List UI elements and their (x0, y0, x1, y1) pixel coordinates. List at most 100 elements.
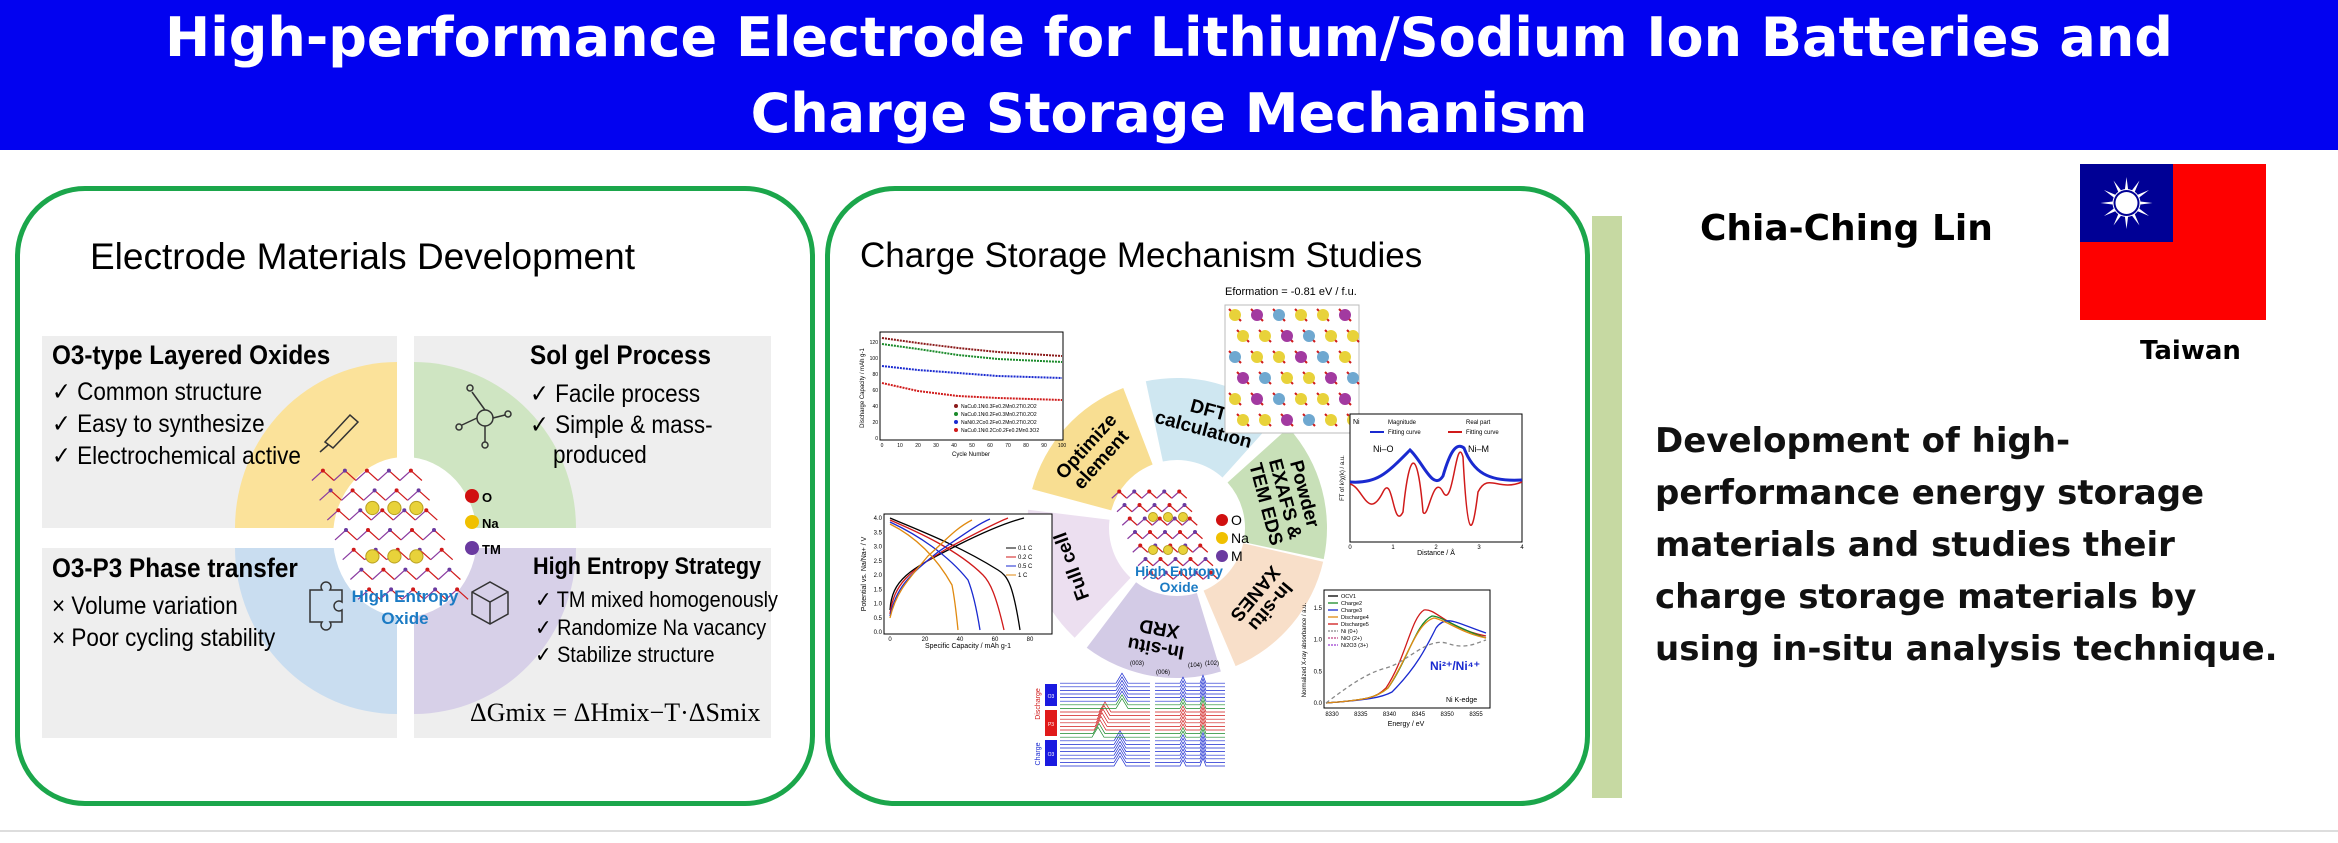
rate-legend-1: 0.1 C (1018, 546, 1033, 552)
legend-tm: TM (482, 542, 501, 557)
series-3-line (881, 365, 1063, 379)
legend-o: O (482, 490, 492, 505)
y-tick-label: 0.0 (874, 630, 883, 636)
description-line: Development of high- (1655, 421, 2071, 461)
x-tick-label: 80 (1023, 443, 1029, 449)
wheel-segment (1032, 387, 1153, 511)
rate-0.1C-curve (889, 517, 1025, 631)
x-tick-label: 8330 (1325, 712, 1339, 718)
technique-wheel: O Na M High Entropy Oxide DFTcalculation… (1027, 378, 1327, 678)
y-tick-label: 0.5 (1314, 669, 1323, 675)
phase-item-1: × Volume variation (52, 592, 238, 620)
center-label-line1: High Entropy (352, 587, 459, 606)
he-item-1: ✓ TM mixed homogenously (535, 587, 778, 612)
exafs-peak-ni-o: Ni–O (1373, 444, 1394, 454)
voltage-xlabel: Specific Capacity / mAh g-1 (925, 643, 1011, 650)
x-tick-label: 70 (1005, 443, 1011, 449)
in-situ-xanes-plot: Normalized X-ray absorbance / a.u. Energ… (1302, 589, 1491, 728)
rate-0.2C-curve (889, 517, 1009, 631)
xrd-phase-o3-bottom: O3 (1048, 752, 1055, 758)
x-tick-label: 0 (888, 637, 892, 643)
x-tick-label: 20 (915, 443, 921, 449)
center-legend-na: Na (1231, 530, 1249, 546)
xanes-legend-item: OCV1 (1341, 594, 1356, 600)
x-tick-label: 100 (1058, 443, 1067, 449)
he-item-2: ✓ Randomize Na vacancy (535, 615, 767, 640)
he-item-3: ✓ Stabilize structure (535, 642, 715, 667)
wheel-segment (1227, 427, 1327, 560)
xrd-peak-003: (003) (1130, 661, 1144, 667)
x-tick-label: 3 (1477, 545, 1481, 551)
formation-energy-label: Eformation = -0.81 eV / f.u. (1225, 286, 1357, 298)
exafs-ylabel: FT of k²χ(k) / a.u. (1340, 455, 1346, 501)
x-tick-label: 4 (1520, 545, 1524, 551)
rate-legend-3: 0.5 C (1018, 564, 1033, 570)
exafs-plot: Ni Magnitude Real part Fitting curve Fit… (1340, 413, 1524, 557)
cycling-legend-3: NaNi0.2Co0.2Fe0.2Mn0.2Ti0.2O2 (961, 420, 1037, 426)
xanes-edge-label: Ni K-edge (1446, 697, 1477, 704)
phase-item-2: × Poor cycling stability (52, 624, 276, 652)
series-4-line (881, 382, 1063, 401)
xrd-charge-label: Charge (1035, 742, 1042, 765)
x-tick-label: 90 (1041, 443, 1047, 449)
molecule-icon (455, 384, 512, 449)
y-tick-label: 100 (870, 356, 879, 362)
phase-transfer-heading: O3-P3 Phase transfer (52, 553, 298, 583)
dft-supercell-image (1224, 304, 1360, 434)
xrd-peak-006: (006) (1156, 670, 1170, 676)
center-legend-m: M (1231, 548, 1243, 564)
x-tick-label: 10 (897, 443, 903, 449)
center-label-line2: Oxide (1160, 579, 1199, 595)
wheel-segment (1027, 509, 1131, 638)
quadrant-circle-diagram: O Na TM High Entropy Oxide (235, 362, 576, 714)
description-line: materials and studies their (1655, 525, 2175, 565)
x-tick-label: 50 (969, 443, 975, 449)
xanes-legend-item: Ni (0+) (1341, 629, 1358, 635)
y-tick-label: 0 (875, 436, 878, 442)
xrd-discharge-label: Discharge (1035, 688, 1042, 720)
o3-layered-heading: O3-type Layered Oxides (52, 340, 331, 370)
title-line-1: High-performance Electrode for Lithium/S… (165, 6, 2173, 69)
xrd-peak-102: (102) (1205, 661, 1219, 667)
xanes-legend-item: NiO (2+) (1341, 636, 1362, 642)
wheel-label: PowderEXAFS &TEM EDS (1244, 450, 1325, 547)
x-tick-label: 8335 (1354, 712, 1368, 718)
cycling-legend-2: NaCu0.1Ni0.2Fe0.3Mn0.2Ti0.2O2 (961, 412, 1037, 418)
wheel-segment (1203, 543, 1324, 667)
y-tick-label: 2.0 (874, 573, 883, 579)
o3-item-1: ✓ Common structure (52, 378, 263, 406)
center-label-line2: Oxide (381, 609, 428, 628)
crystal-structure-image (311, 468, 469, 600)
panel1-title: Electrode Materials Development (90, 236, 635, 277)
x-tick-label: 0 (1348, 545, 1352, 551)
y-tick-label: 3.5 (874, 530, 883, 536)
center-label-line1: High Entropy (1135, 563, 1223, 579)
xrd-peak-104: (104) (1188, 663, 1202, 669)
research-description: Development of high- performance energy … (1655, 415, 2325, 675)
x-tick-label: 80 (1027, 637, 1034, 643)
oxygen-atom-icon (465, 489, 479, 503)
panel2-title: Charge Storage Mechanism Studies (860, 236, 1423, 275)
x-tick-label: 8340 (1383, 712, 1397, 718)
y-tick-label: 20 (872, 420, 878, 426)
exafs-legend-fit1: Fitting curve (1388, 430, 1421, 436)
researcher-name: Chia-Ching Lin (1700, 208, 1993, 249)
o3-item-3: ✓ Electrochemical active (52, 442, 301, 470)
box-icon (471, 581, 509, 625)
x-tick-label: 1 (1391, 545, 1395, 551)
xanes-legend-item: Discharge4 (1341, 615, 1369, 621)
o3-item-2: ✓ Easy to synthesize (52, 410, 265, 438)
gibbs-equation: ΔGmix = ΔHmix−T·ΔSmix (470, 698, 761, 727)
magnitude-curve (1349, 444, 1523, 484)
rate-legend-4: 1 C (1018, 573, 1028, 579)
x-tick-label: 60 (992, 637, 999, 643)
bottom-rule (0, 830, 2338, 832)
sol-gel-item-2: ✓ Simple & mass- (530, 411, 713, 439)
title-line-2: Charge Storage Mechanism (750, 82, 1588, 145)
m-atom-icon (1216, 550, 1228, 562)
high-entropy-heading: High Entropy Strategy (533, 553, 762, 580)
x-tick-label: 40 (951, 443, 957, 449)
x-tick-label: 30 (933, 443, 939, 449)
center-crystal-structure (1111, 489, 1219, 580)
x-tick-label: 8355 (1469, 712, 1483, 718)
